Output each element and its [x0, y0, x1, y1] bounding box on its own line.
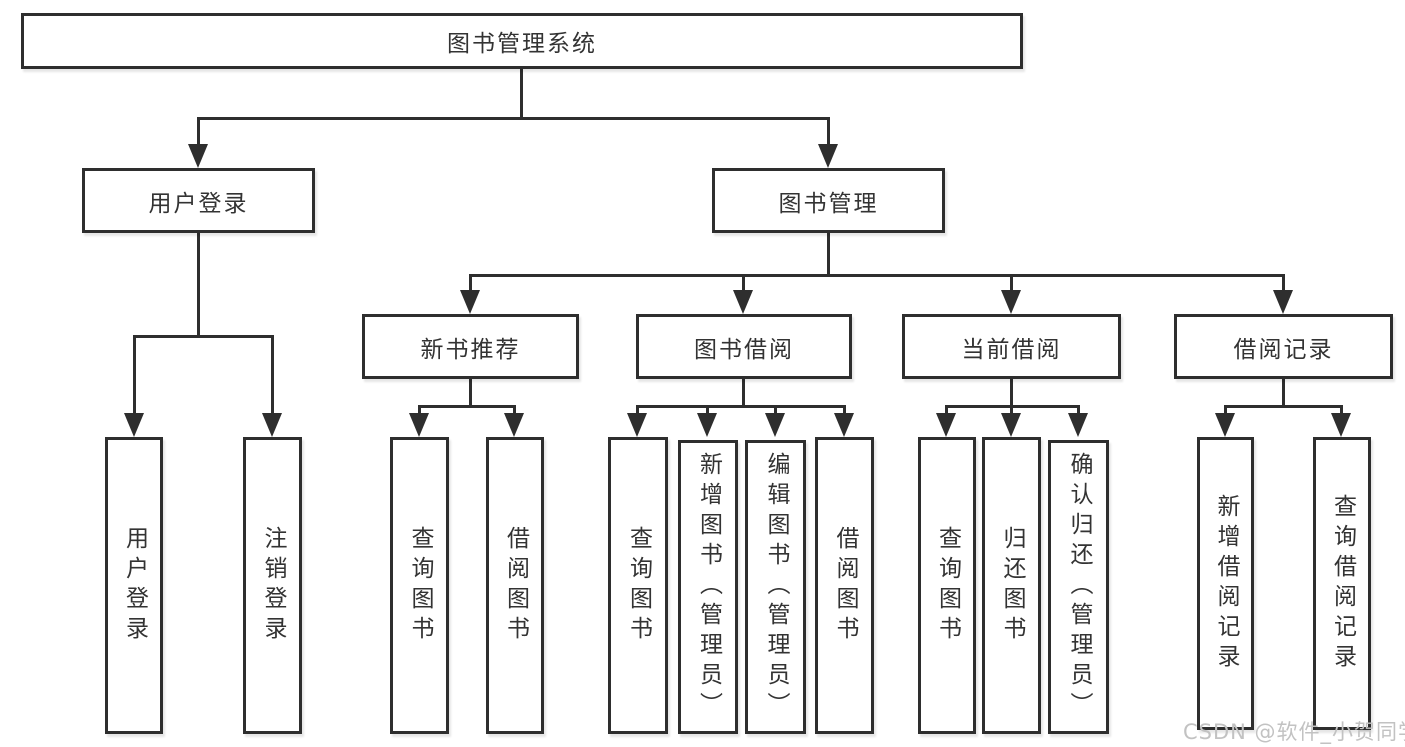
leaf-confirm-return-admin-label: 确认归还（管理员）	[1066, 452, 1092, 722]
connector-drop	[774, 405, 777, 413]
leaf-query-book-1-label: 查询图书	[407, 525, 433, 646]
connector-currentborrow-stem	[1010, 378, 1013, 408]
node-current-borrow-label: 当前借阅	[961, 336, 1062, 363]
node-user-login: 用户登录	[82, 168, 315, 233]
leaf-query-book-2-label: 查询图书	[625, 525, 652, 646]
connector-drop	[945, 405, 948, 413]
arrow-down-icon	[409, 413, 429, 437]
arrow-down-icon	[504, 413, 524, 437]
leaf-add-borrow-record-label: 新增借阅记录	[1213, 493, 1239, 674]
arrow-down-icon	[936, 413, 956, 437]
connector-borrowrecord-stem	[1282, 378, 1285, 408]
leaf-edit-book-admin: 编辑图书（管理员）	[745, 440, 806, 734]
connector-bookmgmt-stem	[827, 232, 830, 276]
node-borrow-record: 借阅记录	[1174, 314, 1393, 379]
connector-drop	[271, 335, 274, 413]
leaf-user-login: 用户登录	[105, 437, 163, 734]
connector-drop	[1010, 274, 1013, 290]
connector-root-stem	[520, 68, 523, 120]
connector-bookborrow-stem	[742, 378, 745, 408]
leaf-query-book-2: 查询图书	[608, 437, 668, 734]
arrow-down-icon	[818, 144, 838, 168]
arrow-down-icon	[262, 413, 282, 437]
connector-drop	[742, 274, 745, 290]
connector-drop	[1340, 405, 1343, 413]
arrow-down-icon	[765, 413, 785, 437]
leaf-borrow-book-1-label: 借阅图书	[502, 525, 529, 646]
connector-userlogin-bar	[133, 335, 274, 338]
connector-drop	[1224, 405, 1227, 413]
node-book-borrow-label: 图书借阅	[694, 336, 794, 363]
leaf-return-book-label: 归还图书	[999, 525, 1025, 646]
leaf-logout: 注销登录	[243, 437, 302, 734]
leaf-confirm-return-admin: 确认归还（管理员）	[1048, 440, 1109, 734]
arrow-down-icon	[627, 413, 647, 437]
connector-drop	[843, 405, 846, 413]
arrow-down-icon	[1001, 413, 1021, 437]
leaf-query-borrow-record-label: 查询借阅记录	[1329, 493, 1356, 674]
leaf-borrow-book-1: 借阅图书	[486, 437, 544, 734]
connector-drop	[827, 117, 830, 144]
leaf-return-book: 归还图书	[982, 437, 1041, 734]
leaf-query-borrow-record: 查询借阅记录	[1313, 437, 1371, 730]
node-borrow-record-label: 借阅记录	[1233, 336, 1334, 363]
arrow-down-icon	[1068, 413, 1088, 437]
node-new-book-recommend: 新书推荐	[362, 314, 579, 379]
arrow-down-icon	[1331, 413, 1351, 437]
connector-drop	[1077, 405, 1080, 413]
leaf-user-login-label: 用户登录	[121, 525, 148, 646]
connector-drop	[469, 274, 472, 290]
leaf-edit-book-admin-label: 编辑图书（管理员）	[763, 452, 789, 722]
connector-borrowrecord-bar	[1224, 405, 1343, 408]
connector-drop	[1010, 405, 1013, 413]
node-new-book-recommend-label: 新书推荐	[420, 336, 521, 363]
arrow-down-icon	[1273, 290, 1293, 314]
arrow-down-icon	[188, 144, 208, 168]
leaf-add-borrow-record: 新增借阅记录	[1197, 437, 1254, 730]
arrow-down-icon	[697, 413, 717, 437]
node-book-management: 图书管理	[712, 168, 945, 233]
csdn-watermark: CSDN @软件_小贺同学	[1183, 720, 1405, 744]
connector-userlogin-stem	[197, 232, 200, 338]
leaf-query-book-1: 查询图书	[390, 437, 449, 734]
node-user-login-label: 用户登录	[148, 190, 249, 217]
connector-newbook-bar	[418, 405, 516, 408]
connector-drop	[197, 117, 200, 144]
arrow-down-icon	[733, 290, 753, 314]
arrow-down-icon	[834, 413, 854, 437]
connector-drop	[706, 405, 709, 413]
connector-bookborrow-bar	[636, 405, 846, 408]
connector-root-bar	[197, 117, 830, 120]
arrow-down-icon	[1215, 413, 1235, 437]
arrow-down-icon	[460, 290, 480, 314]
leaf-borrow-book-2-label: 借阅图书	[832, 525, 858, 646]
node-root-label: 图书管理系统	[447, 31, 597, 57]
node-book-management-label: 图书管理	[778, 190, 879, 217]
connector-drop	[418, 405, 421, 413]
connector-drop	[636, 405, 639, 413]
connector-drop	[133, 335, 136, 413]
arrow-down-icon	[124, 413, 144, 437]
leaf-logout-label: 注销登录	[260, 525, 286, 646]
leaf-borrow-book-2: 借阅图书	[815, 437, 874, 734]
leaf-add-book-admin-label: 新增图书（管理员）	[695, 452, 722, 722]
node-book-borrow: 图书借阅	[636, 314, 852, 379]
node-root: 图书管理系统	[21, 13, 1023, 69]
connector-drop	[1282, 274, 1285, 290]
leaf-query-book-3-label: 查询图书	[934, 525, 961, 646]
arrow-down-icon	[1001, 290, 1021, 314]
connector-drop	[513, 405, 516, 413]
leaf-add-book-admin: 新增图书（管理员）	[678, 440, 738, 734]
connector-bookmgmt-bar	[469, 274, 1285, 277]
leaf-query-book-3: 查询图书	[918, 437, 976, 734]
node-current-borrow: 当前借阅	[902, 314, 1121, 379]
connector-newbook-stem	[469, 378, 472, 408]
